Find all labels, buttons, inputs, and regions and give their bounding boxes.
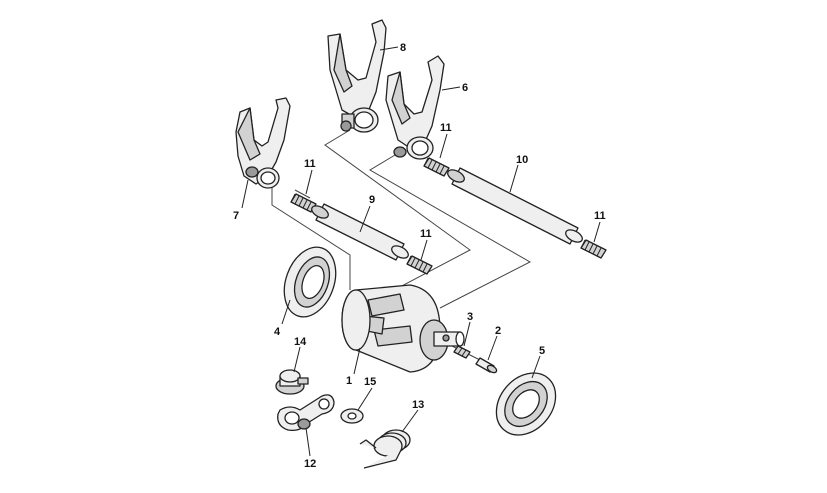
spring-11-b <box>290 193 317 213</box>
callout-11-d: 11 <box>594 210 606 222</box>
callout-6: 6 <box>462 82 468 94</box>
leader-lines <box>241 46 601 457</box>
callout-5: 5 <box>539 345 545 357</box>
bolt-14 <box>275 369 309 395</box>
detent-arm-12 <box>277 394 335 432</box>
callout-11-c: 11 <box>420 228 432 240</box>
callout-4: 4 <box>274 326 281 338</box>
spring-3 <box>453 345 471 359</box>
spring-11-d <box>580 239 607 259</box>
callout-2: 2 <box>495 325 501 337</box>
callout-3: 3 <box>467 311 473 323</box>
callout-8: 8 <box>400 42 406 54</box>
shaft-10 <box>447 167 583 245</box>
spring-11-a <box>423 157 450 177</box>
spring-11-c <box>406 255 433 275</box>
callout-11-a: 11 <box>440 122 452 134</box>
shift-fork-8 <box>327 19 387 133</box>
bearing-5 <box>495 372 557 436</box>
torsion-spring-13 <box>359 429 411 469</box>
callout-12: 12 <box>304 458 316 470</box>
shift-drum-1 <box>341 284 465 373</box>
callout-13: 13 <box>412 399 424 411</box>
callout-1: 1 <box>346 375 352 387</box>
pin-2 <box>475 357 498 374</box>
callout-15: 15 <box>364 376 376 388</box>
shift-fork-7 <box>235 97 291 189</box>
bearing-4 <box>283 246 337 318</box>
callout-9: 9 <box>369 194 375 206</box>
callout-14: 14 <box>294 336 307 348</box>
washer-15 <box>340 408 364 424</box>
callout-11-b: 11 <box>304 158 316 170</box>
callout-10: 10 <box>516 154 528 166</box>
callout-7: 7 <box>233 210 239 222</box>
callout-labels: 8 6 11 11 10 11 9 11 7 4 1 3 2 5 14 15 1… <box>233 42 606 470</box>
shift-fork-6 <box>385 55 445 160</box>
